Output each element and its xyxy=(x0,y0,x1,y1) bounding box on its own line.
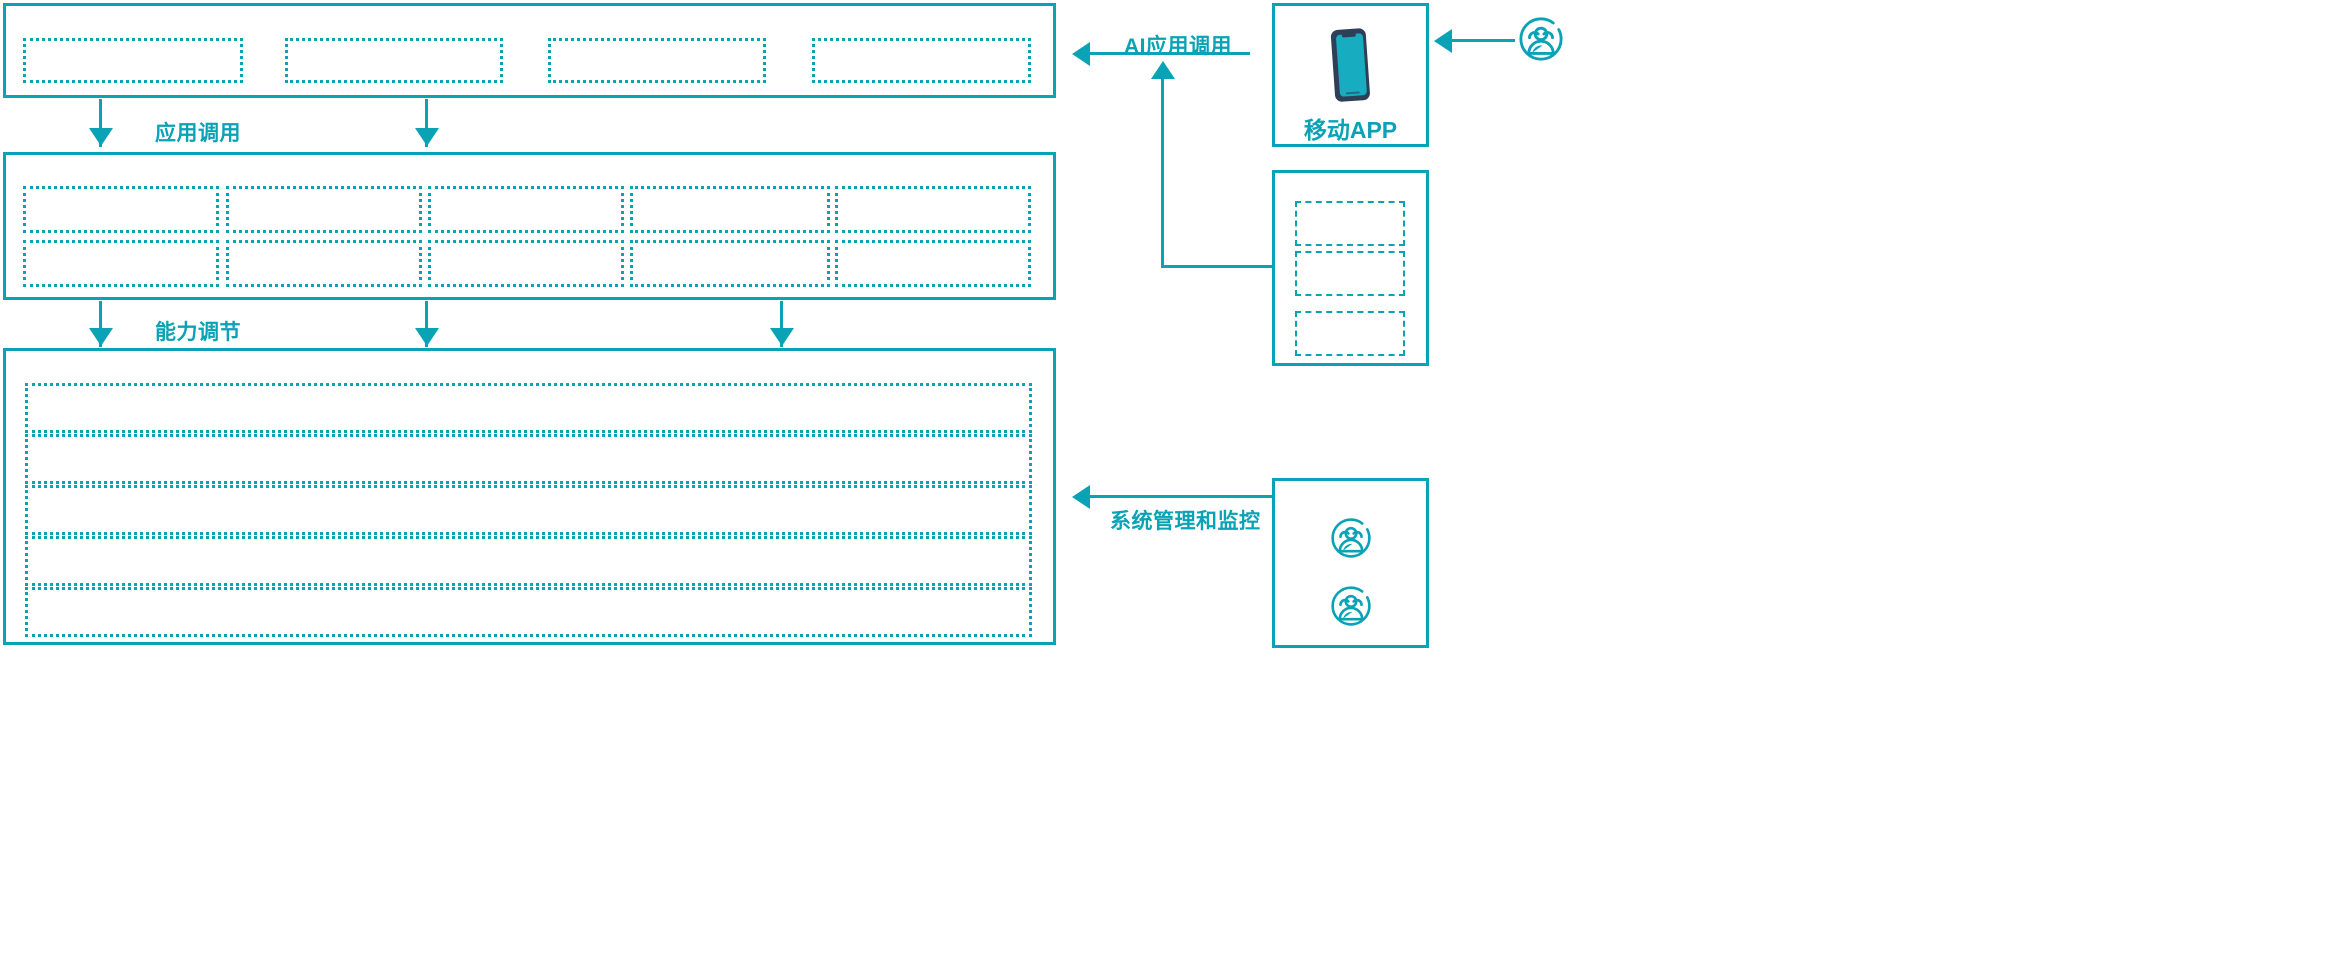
app-call-connector-line-left xyxy=(99,99,102,147)
ai-app-call-riser-base xyxy=(1161,265,1273,268)
ops-user-group-icon-1[interactable] xyxy=(1330,517,1372,559)
capability-adjust-arrow-1 xyxy=(89,328,113,346)
external-user-arrow-line xyxy=(1452,39,1515,42)
external-user-arrow-head xyxy=(1434,29,1452,53)
ai-app-call-arrow-head xyxy=(1072,42,1090,66)
capability-adjust-line-1 xyxy=(99,301,102,347)
cap-col-2-top[interactable] xyxy=(226,186,422,233)
mobile-phone-icon xyxy=(1328,28,1374,104)
cap-col-4-top[interactable] xyxy=(630,186,830,233)
cap-col-3-bottom[interactable] xyxy=(428,240,624,287)
capability-adjust-arrow-2 xyxy=(415,328,439,346)
system-manage-horizontal-line xyxy=(1090,495,1273,498)
ai-app-call-riser-line xyxy=(1161,78,1164,268)
app-box-4[interactable] xyxy=(812,38,1031,83)
plat-row-1[interactable] xyxy=(25,383,1032,433)
cap-col-5-bottom[interactable] xyxy=(835,240,1031,287)
capability-adjust-arrow-3 xyxy=(770,328,794,346)
plat-row-4[interactable] xyxy=(25,536,1032,586)
ai-app-call-riser-arrow xyxy=(1151,61,1175,79)
cap-col-3-top[interactable] xyxy=(428,186,624,233)
app-call-arrow-left xyxy=(89,128,113,146)
cap-col-4-bottom[interactable] xyxy=(630,240,830,287)
mobile-app-caption: 移动APP xyxy=(1303,117,1398,143)
plat-row-2[interactable] xyxy=(25,434,1032,484)
app-call-connector-line-right xyxy=(425,99,428,147)
channel-box-3[interactable] xyxy=(1295,311,1405,356)
channel-box-2[interactable] xyxy=(1295,251,1405,296)
app-call-label: 应用调用 xyxy=(155,122,241,145)
operations-panel xyxy=(1272,478,1429,648)
system-manage-label: 系统管理和监控 xyxy=(1110,510,1261,533)
cap-col-5-top[interactable] xyxy=(835,186,1031,233)
capability-adjust-line-2 xyxy=(425,301,428,347)
external-user-group-icon[interactable] xyxy=(1518,16,1564,62)
platform-layer-panel xyxy=(3,348,1056,645)
capability-layer-panel xyxy=(3,152,1056,300)
mobile-app-panel[interactable]: 移动APP xyxy=(1272,3,1429,147)
cap-col-1-bottom[interactable] xyxy=(23,240,219,287)
capability-adjust-label: 能力调节 xyxy=(155,321,241,344)
plat-row-3[interactable] xyxy=(25,485,1032,535)
app-box-1[interactable] xyxy=(23,38,243,83)
app-box-3[interactable] xyxy=(548,38,766,83)
system-manage-arrow-head xyxy=(1072,485,1090,509)
ai-app-call-horizontal-line xyxy=(1090,52,1250,55)
capability-adjust-line-3 xyxy=(780,301,783,347)
cap-col-2-bottom[interactable] xyxy=(226,240,422,287)
ai-app-call-label: AI应用调用 xyxy=(1124,35,1232,58)
app-box-2[interactable] xyxy=(285,38,503,83)
ops-user-group-icon-2[interactable] xyxy=(1330,585,1372,627)
channel-box-1[interactable] xyxy=(1295,201,1405,246)
cap-col-1-top[interactable] xyxy=(23,186,219,233)
app-call-arrow-right xyxy=(415,128,439,146)
plat-row-5[interactable] xyxy=(25,587,1032,637)
